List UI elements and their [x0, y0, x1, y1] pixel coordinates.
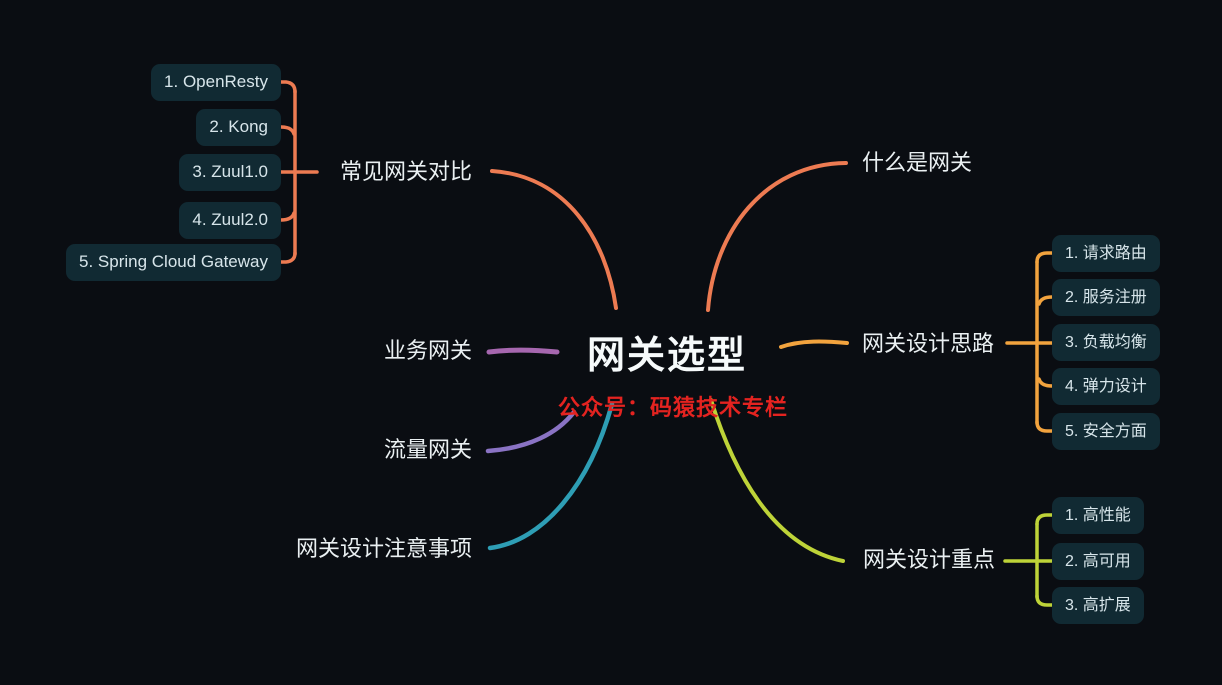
central-topic[interactable]: 网关选型 — [586, 335, 747, 377]
connector-comparison-elbow-4 — [279, 211, 296, 222]
connector-design-ideas-elbow-4 — [1037, 377, 1054, 388]
branch-label-comparison[interactable]: 常见网关对比 — [339, 159, 472, 184]
node-high-availability[interactable]: 2. 高可用 — [1052, 543, 1144, 580]
branch-label-design-focus[interactable]: 网关设计重点 — [863, 547, 996, 572]
node-kong[interactable]: 2. Kong — [196, 109, 281, 146]
node-load-balancing[interactable]: 3. 负载均衡 — [1052, 324, 1160, 361]
connector-comparison-curve — [490, 169, 618, 310]
node-openresty[interactable]: 1. OpenResty — [151, 64, 281, 101]
connector-comparison-elbow-2 — [279, 125, 296, 136]
node-security[interactable]: 5. 安全方面 — [1052, 413, 1160, 450]
branch-label-design-notes[interactable]: 网关设计注意事项 — [295, 536, 472, 561]
node-spring-cloud-gateway[interactable]: 5. Spring Cloud Gateway — [66, 244, 281, 281]
connector-design-focus-elbow-3 — [1035, 594, 1054, 607]
node-service-registration[interactable]: 2. 服务注册 — [1052, 279, 1160, 316]
node-high-scalability[interactable]: 3. 高扩展 — [1052, 587, 1144, 624]
connector-comparison-elbow-5 — [279, 251, 297, 264]
connector-what-is-gateway-curve — [706, 161, 848, 312]
connector-comparison-elbow-1 — [279, 80, 297, 94]
connector-traffic-gateway-curve — [485, 409, 577, 454]
branch-label-traffic-gateway[interactable]: 流量网关 — [383, 437, 472, 462]
branch-label-design-ideas[interactable]: 网关设计思路 — [862, 331, 995, 356]
node-request-routing[interactable]: 1. 请求路由 — [1052, 235, 1160, 272]
node-high-performance[interactable]: 1. 高性能 — [1052, 497, 1144, 534]
connector-design-ideas-elbow-2 — [1037, 295, 1054, 306]
node-zuul2[interactable]: 4. Zuul2.0 — [179, 202, 281, 239]
node-zuul1[interactable]: 3. Zuul1.0 — [179, 154, 281, 191]
connector-design-notes-curve — [487, 401, 615, 551]
connector-design-focus-curve — [709, 398, 845, 563]
watermark-subtitle: 公众号：码猿技术专栏 — [557, 395, 788, 421]
connector-design-ideas-elbow-5 — [1035, 420, 1054, 433]
branch-label-what-is-gateway[interactable]: 什么是网关 — [862, 150, 973, 175]
connector-design-focus-elbow-1 — [1035, 513, 1054, 526]
connector-design-ideas-elbow-1 — [1035, 251, 1054, 264]
connector-business-gateway-line — [486, 347, 560, 355]
connector-design-ideas-line — [779, 339, 849, 349]
branch-label-business-gateway[interactable]: 业务网关 — [383, 338, 472, 363]
node-resilience-design[interactable]: 4. 弹力设计 — [1052, 368, 1160, 405]
